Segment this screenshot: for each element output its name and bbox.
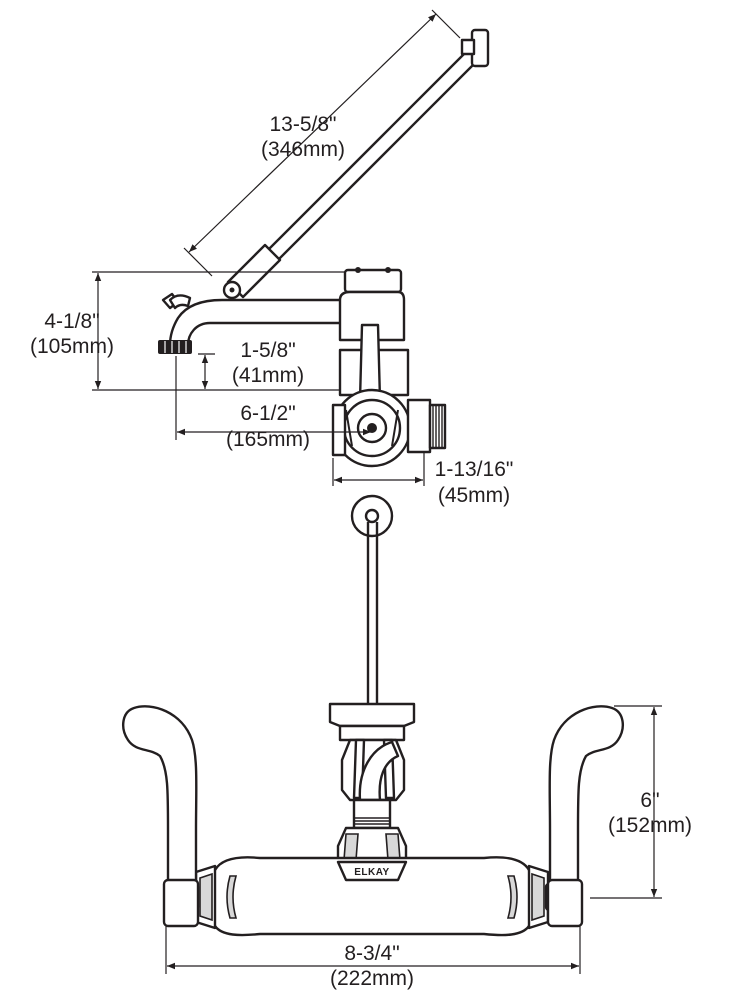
valve-body-side: [331, 267, 447, 468]
spout-height-imperial: 4-1/8": [44, 310, 99, 333]
arm-length-metric: (346mm): [261, 138, 345, 161]
dimension-overall-width: 8-3/4" (222mm): [165, 926, 581, 990]
dimension-body-depth: 1-13/16" (45mm): [332, 452, 514, 507]
front-elevation-view: ELKAY 6" (152mm) 8-3/4" (222mm): [122, 494, 692, 990]
side-elevation-view: 13-5/8" (346mm) 4-1/8" (105mm) 1-5/8" (4…: [30, 9, 514, 507]
body-depth-imperial: 1-13/16": [435, 458, 514, 481]
outlet-height-imperial: 1-5/8": [240, 339, 295, 362]
faucet-body-front: ELKAY: [178, 856, 566, 937]
spout-reach-imperial: 6-1/2": [240, 402, 295, 425]
body-depth-metric: (45mm): [438, 484, 510, 507]
spout-reach-metric: (165mm): [226, 428, 310, 451]
dimension-arm-length: 13-5/8" (346mm): [183, 9, 461, 277]
spout-height-metric: (105mm): [30, 335, 114, 358]
dimension-spout-height: 4-1/8" (105mm): [30, 271, 345, 391]
spout: [158, 292, 347, 354]
lever-arm: [222, 28, 490, 300]
valve-cap-front: [328, 702, 416, 864]
dimension-outlet-height: 1-5/8" (41mm): [198, 339, 304, 389]
arm-length-imperial: 13-5/8": [270, 113, 337, 136]
overall-width-metric: (222mm): [330, 967, 414, 990]
dimension-handle-height: 6" (152mm): [590, 705, 692, 899]
right-wrist-blade-handle: [546, 705, 624, 928]
handle-height-imperial: 6": [640, 789, 659, 812]
outlet-height-metric: (41mm): [232, 364, 304, 387]
handle-height-metric: (152mm): [608, 814, 692, 837]
dimension-spout-reach: 6-1/2" (165mm): [175, 356, 371, 451]
overall-width-imperial: 8-3/4": [344, 942, 399, 965]
left-wrist-blade-handle: [122, 705, 200, 928]
brand-label: ELKAY: [354, 867, 389, 878]
